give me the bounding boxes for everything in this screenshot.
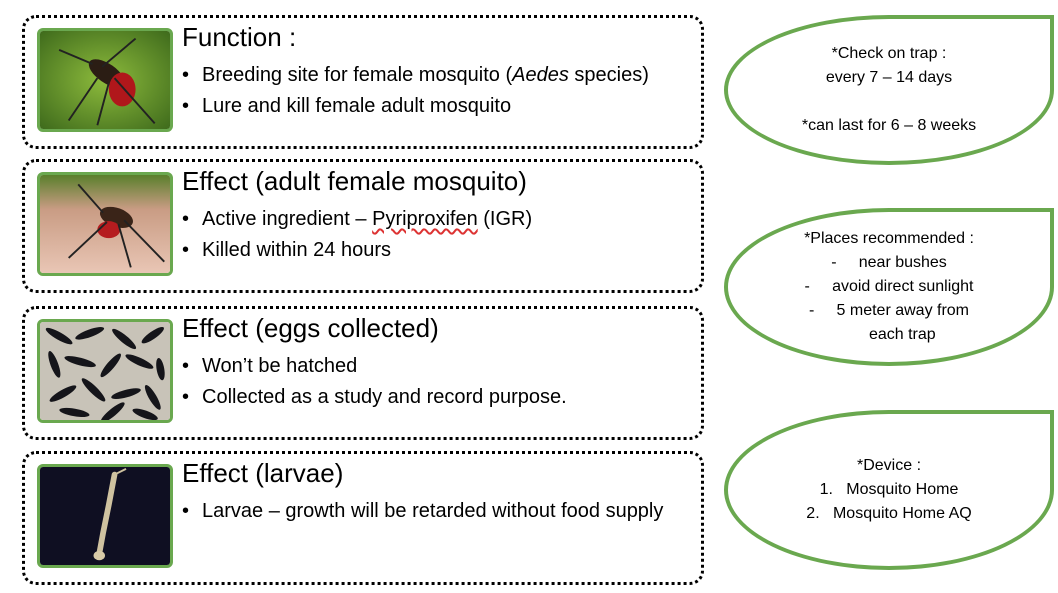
- mosquito-eggs-photo: [37, 319, 173, 423]
- card-title: Effect (adult female mosquito): [182, 166, 527, 196]
- callout-line: 2. Mosquito Home AQ: [806, 505, 972, 522]
- list-item: Larvae – growth will be retarded without…: [182, 496, 692, 527]
- bullet-list: Active ingredient – Pyriproxifen (IGR) K…: [182, 204, 692, 266]
- callout-line: *can last for 6 – 8 weeks: [801, 117, 977, 134]
- bullet-list: Larvae – growth will be retarded without…: [182, 496, 692, 527]
- list-item: Won’t be hatched: [182, 351, 692, 382]
- mosquito-on-leaf-photo: [37, 28, 173, 132]
- card-title: Effect (larvae): [182, 458, 344, 488]
- callout-line: *Check on trap :: [831, 45, 947, 62]
- list-item: Breeding site for female mosquito (Aedes…: [182, 60, 692, 91]
- leaf-callout-check-trap: *Check on trap : every 7 – 14 days *can …: [724, 15, 1054, 165]
- list-item: Active ingredient – Pyriproxifen (IGR): [182, 204, 692, 235]
- callout-line: *Device :: [856, 457, 922, 474]
- list-item: Lure and kill female adult mosquito: [182, 91, 692, 122]
- callout-line: every 7 – 14 days: [825, 69, 953, 86]
- bullet-list: Won’t be hatched Collected as a study an…: [182, 351, 692, 413]
- callout-line: - near bushes: [831, 254, 947, 271]
- bullet-list: Breeding site for female mosquito (Aedes…: [182, 60, 692, 122]
- callout-line: - avoid direct sunlight: [804, 278, 974, 295]
- card-adult-female: Effect (adult female mosquito) Active in…: [22, 159, 704, 293]
- card-title: Effect (eggs collected): [182, 313, 439, 343]
- mosquito-larva-photo: [37, 464, 173, 568]
- leaf-callout-device: *Device : 1. Mosquito Home 2. Mosquito H…: [724, 410, 1054, 570]
- list-item: Collected as a study and record purpose.: [182, 382, 692, 413]
- card-larvae: Effect (larvae) Larvae – growth will be …: [22, 451, 704, 585]
- callout-line: *Places recommended :: [804, 230, 974, 247]
- callout-line: each trap: [842, 326, 936, 343]
- card-function: Function : Breeding site for female mosq…: [22, 15, 704, 149]
- list-item: Killed within 24 hours: [182, 235, 692, 266]
- callout-line: - 5 meter away from: [808, 302, 970, 319]
- mosquito-on-skin-photo: [37, 172, 173, 276]
- card-eggs: Effect (eggs collected) Won’t be hatched…: [22, 306, 704, 440]
- leaf-callout-places: *Places recommended : - near bushes - av…: [724, 208, 1054, 366]
- callout-line: 1. Mosquito Home: [819, 481, 959, 498]
- card-title: Function :: [182, 22, 297, 52]
